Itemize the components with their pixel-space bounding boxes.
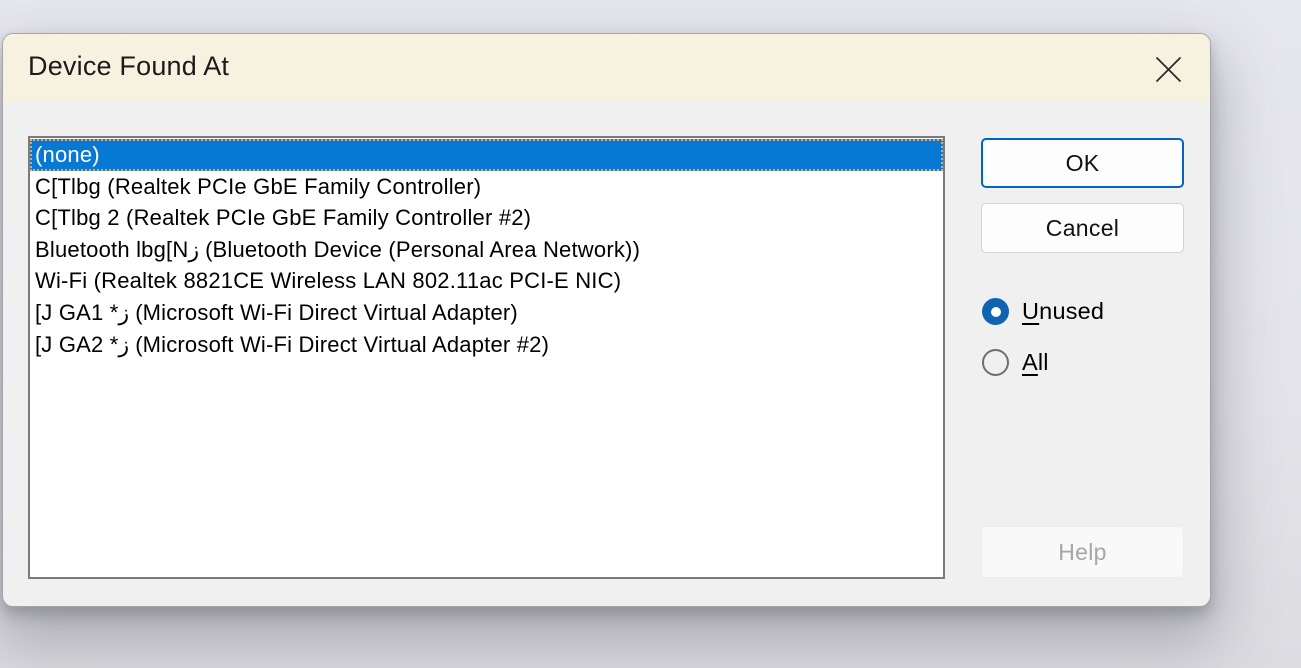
- device-found-at-dialog: Device Found At (none) C[Tlbg (Realtek P…: [2, 33, 1211, 607]
- close-icon: [1155, 56, 1181, 82]
- ok-button[interactable]: OK: [981, 138, 1184, 188]
- close-button[interactable]: [1144, 48, 1192, 90]
- radio-all-label: All: [1022, 349, 1049, 375]
- list-item[interactable]: [J GA1 *ز (Microsoft Wi-Fi Direct Virtua…: [35, 299, 518, 325]
- radio-unchecked-icon: [982, 349, 1009, 376]
- list-item[interactable]: C[Tlbg 2 (Realtek PCIe GbE Family Contro…: [35, 205, 532, 231]
- list-item[interactable]: [J GA2 *ز (Microsoft Wi-Fi Direct Virtua…: [35, 331, 549, 357]
- radio-checked-icon: [982, 298, 1009, 325]
- dialog-titlebar: Device Found At: [3, 34, 1210, 102]
- device-listbox[interactable]: (none) C[Tlbg (Realtek PCIe GbE Family C…: [28, 136, 945, 579]
- list-item[interactable]: Wi-Fi (Realtek 8821CE Wireless LAN 802.1…: [35, 268, 622, 294]
- list-item[interactable]: C[Tlbg (Realtek PCIe GbE Family Controll…: [35, 173, 482, 199]
- list-item[interactable]: Bluetooth lbg[Nز (Bluetooth Device (Pers…: [35, 236, 641, 262]
- radio-unused[interactable]: Unused: [982, 298, 1104, 325]
- cancel-button[interactable]: Cancel: [981, 203, 1184, 253]
- dialog-title: Device Found At: [28, 51, 230, 81]
- list-item-none[interactable]: (none): [30, 139, 943, 171]
- radio-all[interactable]: All: [982, 349, 1049, 376]
- radio-unused-label: Unused: [1022, 298, 1105, 324]
- help-button[interactable]: Help: [981, 526, 1184, 578]
